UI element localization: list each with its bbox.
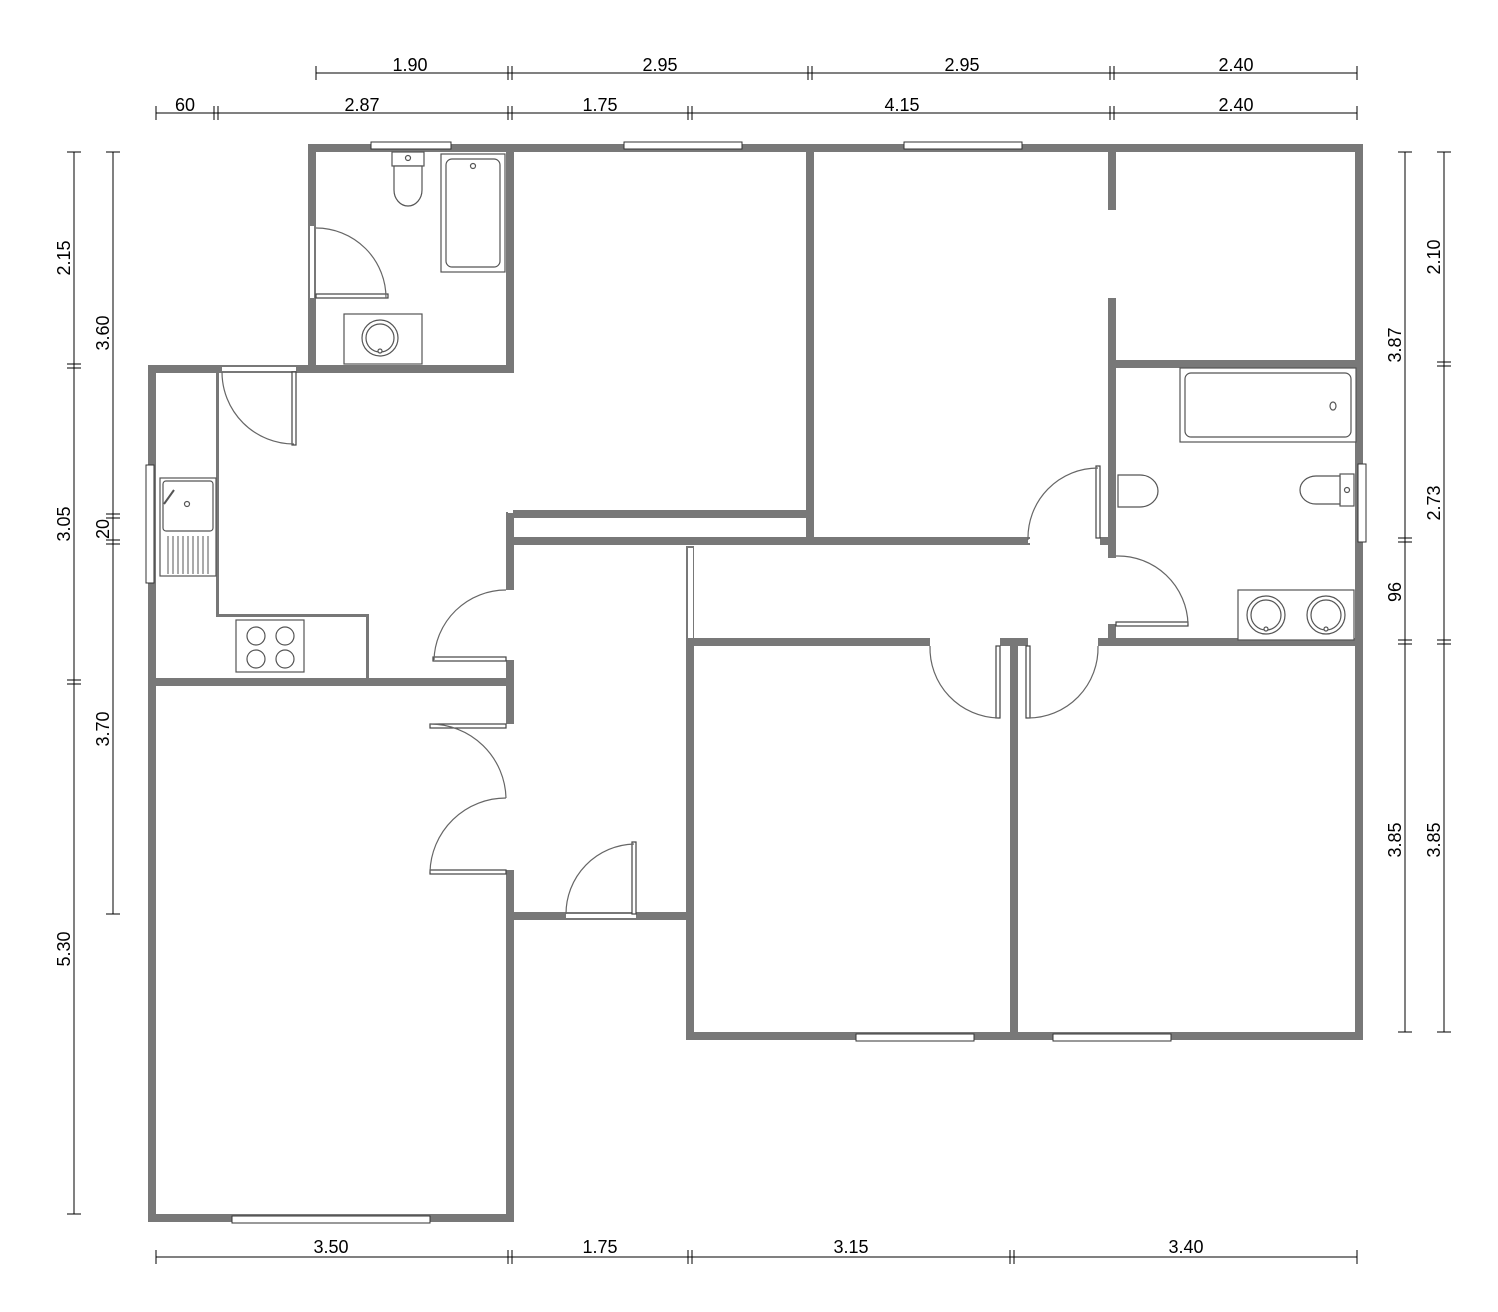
dim-bottom-1: 3.50 [313, 1237, 348, 1257]
dim-top-inner-4: 4.15 [884, 95, 919, 115]
wall-west [148, 365, 156, 1222]
window-bathroom [1357, 463, 1367, 543]
wall-bed-west [686, 640, 694, 1040]
dim-top-outer-1: 1.90 [392, 55, 427, 75]
wall-south [686, 1032, 1363, 1040]
window-bedroom-1 [623, 141, 743, 150]
dim-top-inner-1: 60 [175, 95, 195, 115]
counter-edge-south [216, 614, 368, 617]
wall-corridor-north-b [1100, 537, 1112, 545]
dim-left-outer-3: 5.30 [54, 931, 74, 966]
counter-edge-west [216, 372, 219, 616]
dim-bottom-2: 1.75 [582, 1237, 617, 1257]
door-bedroom-4 [1025, 640, 1099, 719]
wall-corridor-north [510, 537, 1030, 545]
dimension-lines [67, 66, 1451, 1264]
dimension-labels: 1.90 2.95 2.95 2.40 60 2.87 1.75 4.15 2.… [54, 55, 1444, 1257]
wall-wc-south [316, 365, 510, 373]
dim-right-outer-3: 3.85 [1424, 822, 1444, 857]
door-wc [310, 226, 389, 299]
wall-kitchen-east-mid [506, 512, 514, 546]
opening-kitchen-hall [508, 373, 513, 513]
door-kitchen [221, 367, 297, 446]
wall-corridor-south-a [690, 638, 930, 646]
toilet-icon [1299, 473, 1355, 507]
dim-left-inner-3: 3.70 [93, 711, 113, 746]
wall-hall-west-a [506, 660, 514, 724]
door-kitchen-hall [432, 589, 512, 662]
dim-left-outer-1: 2.15 [54, 240, 74, 275]
window-wc [370, 141, 452, 150]
wall-room3-west-b [1108, 298, 1116, 558]
wall-kitchen-south [148, 678, 514, 686]
door-bedroom-2 [1027, 465, 1101, 543]
window-bedroom-4 [1052, 1033, 1172, 1042]
fixtures [159, 151, 1357, 673]
kitchen-sink-icon [159, 477, 217, 577]
dim-bottom-3: 3.15 [833, 1237, 868, 1257]
dim-top-outer-4: 2.40 [1218, 55, 1253, 75]
bathtub-icon [1179, 367, 1357, 443]
window-kitchen [145, 464, 155, 584]
dim-top-outer-3: 2.95 [944, 55, 979, 75]
wall-hall-west-b [506, 870, 514, 915]
walls [148, 144, 1363, 1222]
dim-right-outer-2: 2.73 [1424, 485, 1444, 520]
dim-top-outer-2: 2.95 [642, 55, 677, 75]
wall-bed1-south [510, 510, 810, 518]
wall-wc-east [506, 144, 514, 373]
door-bedroom-3 [929, 640, 1001, 719]
door-living-double [429, 723, 512, 875]
dim-top-inner-3: 1.75 [582, 95, 617, 115]
dim-left-outer-2: 3.05 [54, 506, 74, 541]
dim-right-outer-1: 2.10 [1424, 239, 1444, 274]
dim-top-inner-2: 2.87 [344, 95, 379, 115]
doors [221, 226, 1189, 918]
window-bedroom-2 [903, 141, 1023, 150]
wall-east [1355, 144, 1363, 1040]
window-living [231, 1215, 431, 1224]
opening-corridor-west [688, 548, 693, 638]
toilet-icon [1117, 474, 1159, 508]
door-hall-entry [565, 841, 637, 918]
wall-bath-west-c [1108, 624, 1116, 644]
dim-right-inner-3: 3.85 [1385, 822, 1405, 857]
counter-edge-east [366, 614, 369, 680]
windows [145, 141, 1367, 1224]
wall-room3-west-a [1108, 148, 1116, 210]
wall-corridor-south-c [1098, 638, 1358, 646]
dim-top-inner-5: 2.40 [1218, 95, 1253, 115]
wall-bed1-bed2 [806, 148, 814, 544]
washbasin-icon [1237, 589, 1355, 641]
toilet-icon [391, 151, 425, 207]
dim-left-inner-2: 20 [93, 519, 113, 539]
dim-right-inner-1: 3.87 [1385, 327, 1405, 362]
cooktop-icon [235, 619, 305, 673]
window-bedroom-3 [855, 1033, 975, 1042]
dim-bottom-4: 3.40 [1168, 1237, 1203, 1257]
wall-room3-south [1112, 360, 1358, 368]
wall-living-east-lower [506, 915, 514, 1222]
wall-north [308, 144, 1363, 152]
door-bathroom [1110, 555, 1189, 627]
bathtub-icon [440, 153, 506, 273]
wall-kitchen-east-b [506, 546, 514, 590]
dim-right-inner-2: 96 [1385, 582, 1405, 602]
washbasin-icon [343, 313, 423, 365]
dim-left-inner-1: 3.60 [93, 315, 113, 350]
wall-bed3-bed4 [1010, 642, 1018, 1036]
